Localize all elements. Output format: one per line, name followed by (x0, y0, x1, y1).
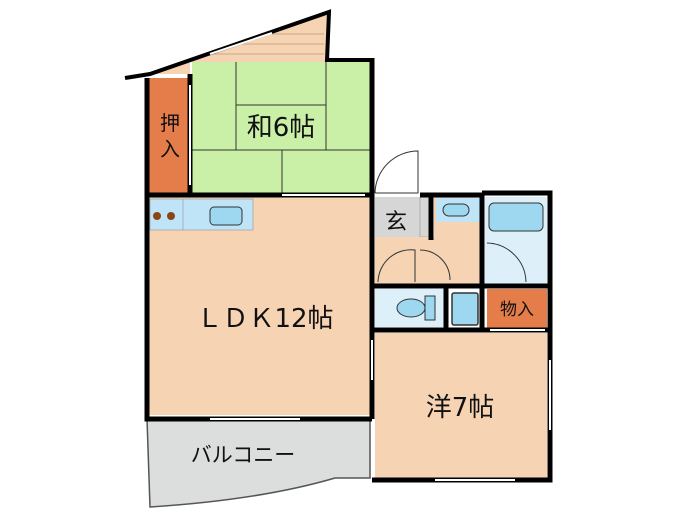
triangle-window (209, 32, 273, 55)
bath-door-swing (486, 242, 527, 283)
stove-burner-icon (153, 212, 161, 220)
hall-door-swing (377, 249, 416, 283)
toilet-icon (396, 298, 426, 318)
youshitsu-room (375, 333, 547, 478)
bathtub-icon (488, 202, 544, 232)
monoire-label: 物入 (500, 300, 534, 320)
oshiire-label-bottom: 入 (160, 137, 180, 161)
ldk-room (149, 197, 371, 415)
entrance-door-swing (374, 150, 419, 194)
genkan-entrance (375, 197, 420, 237)
washing-machine-icon (451, 292, 479, 326)
triangle-hatching (210, 33, 324, 55)
wash-door-swing (419, 249, 451, 281)
balcony-label: バルコニー (191, 443, 296, 467)
oshiire-label-top: 押 (160, 111, 180, 135)
washitsu-label: 和6帖 (247, 113, 316, 143)
wash-basin-icon (442, 203, 470, 217)
windows (189, 85, 551, 481)
youshitsu-label: 洋7帖 (426, 393, 495, 423)
stove-burner-icon (167, 212, 175, 220)
ldk-label: ＬＤＫ12帖 (196, 304, 333, 334)
oshiire-closet (149, 78, 189, 193)
genkan-label: 玄 (385, 210, 407, 235)
tatami-lines (192, 62, 371, 193)
triangle-outer-wall (124, 9, 373, 80)
monoire-closet (487, 289, 547, 328)
balcony-area (146, 418, 371, 508)
kitchen-sink-icon (209, 206, 243, 226)
